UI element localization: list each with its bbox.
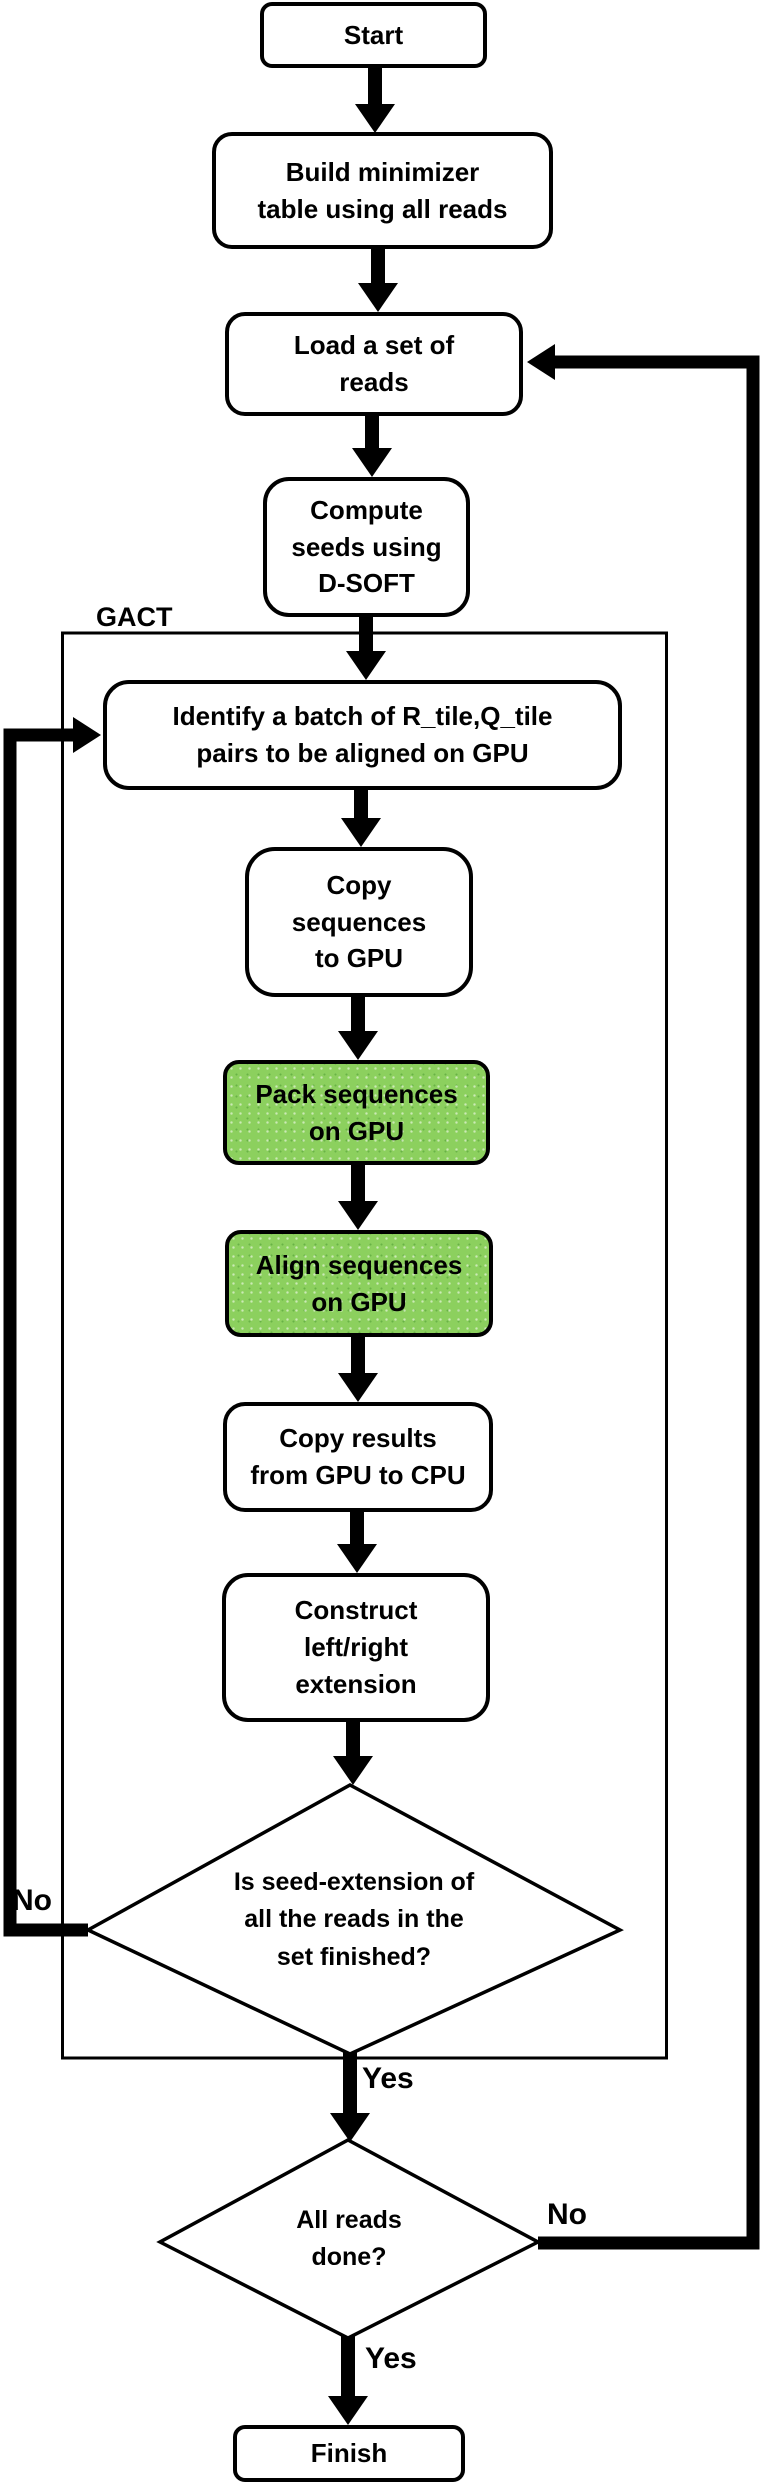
gact-group-label: GACT bbox=[96, 602, 173, 632]
finish-node: Finish bbox=[233, 2425, 465, 2482]
arrowhead-copyseq-pack bbox=[338, 1031, 378, 1060]
start-node: Start bbox=[260, 2, 487, 68]
arrowhead-construct-decision1 bbox=[333, 1756, 373, 1785]
arrowhead-no-loop-load bbox=[527, 344, 555, 380]
construct-extension-node: Construct left/right extension bbox=[222, 1573, 490, 1722]
identify-batch-node: Identify a batch of R_tile,Q_tile pairs … bbox=[103, 680, 622, 790]
arrowhead-load-compute bbox=[352, 448, 392, 477]
arrowhead-build-load bbox=[358, 283, 398, 312]
pack-sequences-node: Pack sequences on GPU bbox=[223, 1060, 490, 1165]
compute-seeds-node: Compute seeds using D-SOFT bbox=[263, 477, 470, 617]
copy-results-node: Copy results from GPU to CPU bbox=[223, 1402, 493, 1512]
seed-extension-yes-label: Yes bbox=[362, 2062, 414, 2095]
seed-extension-decision-diamond bbox=[84, 1783, 624, 2056]
load-reads-node: Load a set of reads bbox=[225, 312, 523, 416]
arrowhead-compute-identify bbox=[346, 651, 386, 680]
arrowhead-decision2-finish bbox=[328, 2396, 368, 2425]
all-reads-yes-label: Yes bbox=[365, 2342, 417, 2375]
align-sequences-node: Align sequences on GPU bbox=[225, 1230, 493, 1337]
all-reads-decision-text: All reads done? bbox=[296, 2205, 402, 2272]
arrowhead-no-loop-identify bbox=[73, 717, 101, 753]
build-minimizer-node: Build minimizer table using all reads bbox=[212, 132, 553, 249]
arrowhead-start-build bbox=[355, 104, 395, 133]
edge-all-reads-no-loop bbox=[538, 355, 760, 2250]
arrowhead-identify-copyseq bbox=[341, 818, 381, 847]
copy-sequences-node: Copy sequences to GPU bbox=[245, 847, 473, 997]
arrowhead-align-copyres bbox=[338, 1373, 378, 1402]
arrowhead-decision1-decision2 bbox=[330, 2113, 370, 2142]
seed-extension-decision-text: Is seed-extension of all the reads in th… bbox=[233, 1867, 475, 1971]
all-reads-decision-diamond bbox=[156, 2138, 542, 2340]
arrowhead-copyres-construct bbox=[337, 1544, 377, 1573]
all-reads-no-label: No bbox=[547, 2198, 587, 2231]
edge-seed-extension-no-loop bbox=[3, 728, 88, 1937]
seed-extension-no-label: No bbox=[12, 1884, 52, 1917]
arrowhead-pack-align bbox=[338, 1201, 378, 1230]
